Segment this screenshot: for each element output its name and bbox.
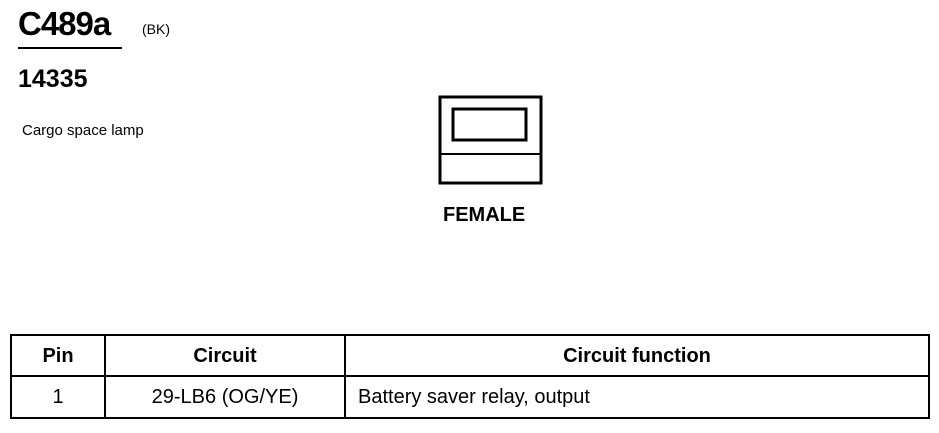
title-underline (18, 47, 122, 49)
cell-pin: 1 (10, 375, 106, 419)
header-pin: Pin (10, 334, 106, 377)
cell-circuit-function: Battery saver relay, output (344, 375, 930, 419)
color-code: (BK) (142, 21, 170, 37)
pin-table-header-row: Pin Circuit Circuit function (10, 334, 930, 377)
cell-circuit: 29-LB6 (OG/YE) (104, 375, 346, 419)
table-row: 1 29-LB6 (OG/YE) Battery saver relay, ou… (10, 375, 930, 419)
connector-gender-label: FEMALE (443, 204, 526, 226)
connector-id: C489a (18, 5, 111, 42)
header-circuit: Circuit (104, 334, 346, 377)
connector-cavity (451, 107, 528, 142)
connector-face-icon (438, 95, 543, 185)
part-number: 14335 (18, 65, 88, 93)
header-circuit-function: Circuit function (344, 334, 930, 377)
connector-description: Cargo space lamp (22, 122, 144, 139)
pin-table: Pin Circuit Circuit function 1 29-LB6 (O… (10, 334, 930, 419)
